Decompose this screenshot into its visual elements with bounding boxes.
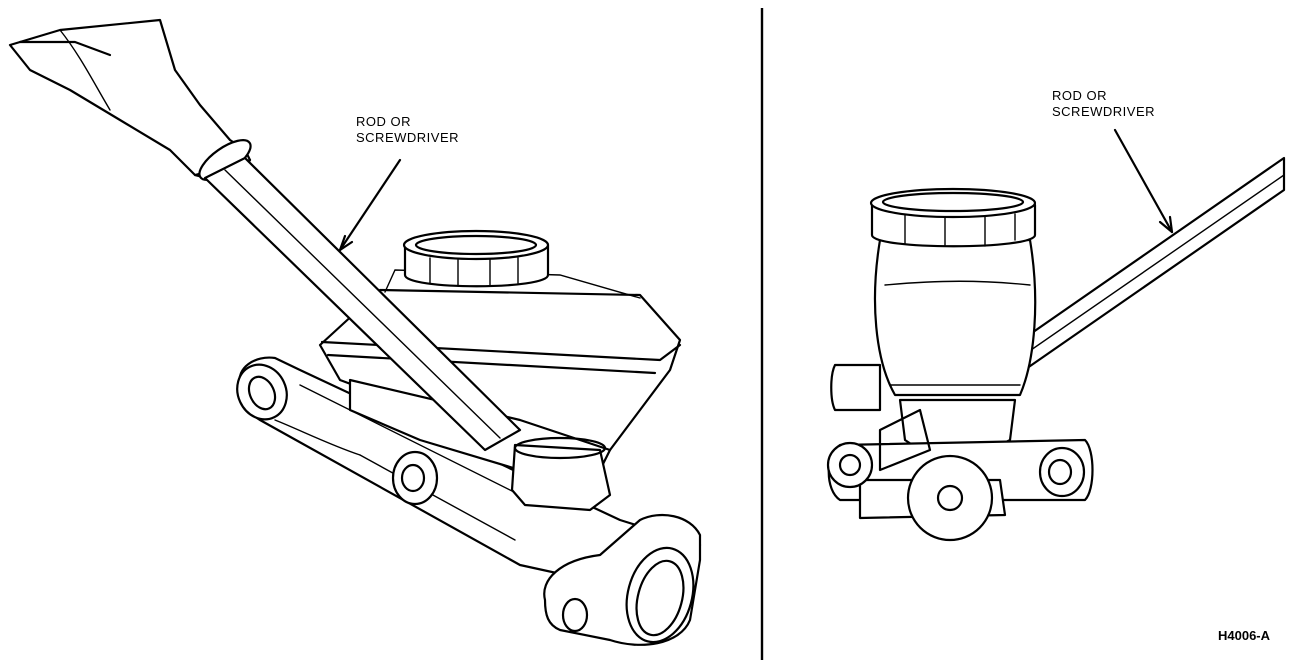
right-front-bore [906,454,994,542]
left-leader-line [338,158,402,252]
left-view-drawing [8,18,702,646]
right-mount-ears [826,441,1086,498]
right-leader-arrow [1158,215,1174,234]
right-side-port [830,363,882,412]
left-reservoir-cap [402,229,550,288]
left-rod-shaft [203,156,522,452]
left-mount-hole [391,450,439,506]
left-callout-line2: SCREWDRIVER [356,130,460,145]
right-rod-shaft [998,156,1286,382]
left-callout-line1: ROD OR [356,114,411,129]
figure-id: H4006-A [1218,628,1271,643]
left-callout-label: ROD OR SCREWDRIVER [356,114,459,146]
right-reservoir [873,238,1037,397]
left-rear-port [236,363,288,421]
right-callout-line2: SCREWDRIVER [1052,104,1156,119]
left-outlet-boss [510,436,612,512]
right-reservoir-cap [869,187,1037,248]
right-callout-label: ROD OR SCREWDRIVER [1052,88,1155,120]
right-leader-line [1113,128,1174,234]
left-front-flange [543,513,702,646]
right-view-drawing [826,128,1286,542]
left-leader-arrow [338,234,354,252]
right-callout-line1: ROD OR [1052,88,1107,103]
left-hand-grip [8,18,252,182]
